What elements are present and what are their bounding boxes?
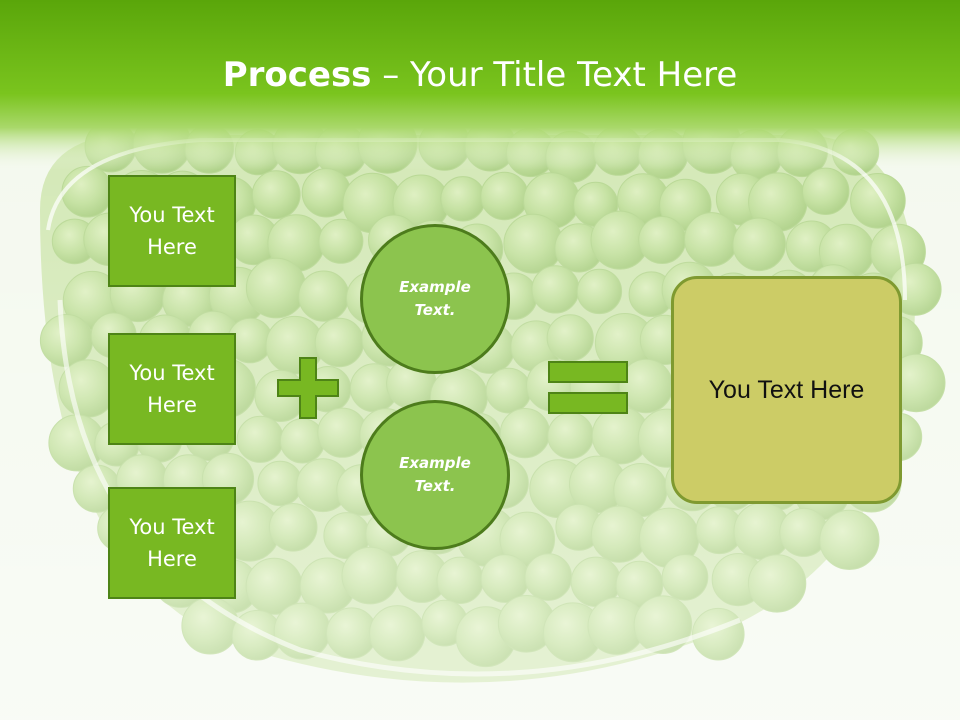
left-box-1[interactable]: You Text Here [108,175,236,287]
slide-title: Process – Your Title Text Here [0,52,960,98]
left-box-2[interactable]: You Text Here [108,333,236,445]
result-box[interactable]: You Text Here [671,276,902,504]
circle-1-label: Example Text. [399,278,471,319]
plus-icon [277,357,339,419]
title-bold: Process [222,55,372,95]
circle-2[interactable]: Example Text. [360,400,510,550]
circle-2-label: Example Text. [399,454,471,495]
left-box-3-label: You Text Here [129,515,215,571]
left-box-1-label: You Text Here [129,203,215,259]
left-box-2-label: You Text Here [129,361,215,417]
title-rest: – Your Title Text Here [371,55,738,95]
result-label: You Text Here [708,375,865,404]
circle-1[interactable]: Example Text. [360,224,510,374]
equals-icon [548,361,628,414]
left-box-3[interactable]: You Text Here [108,487,236,599]
